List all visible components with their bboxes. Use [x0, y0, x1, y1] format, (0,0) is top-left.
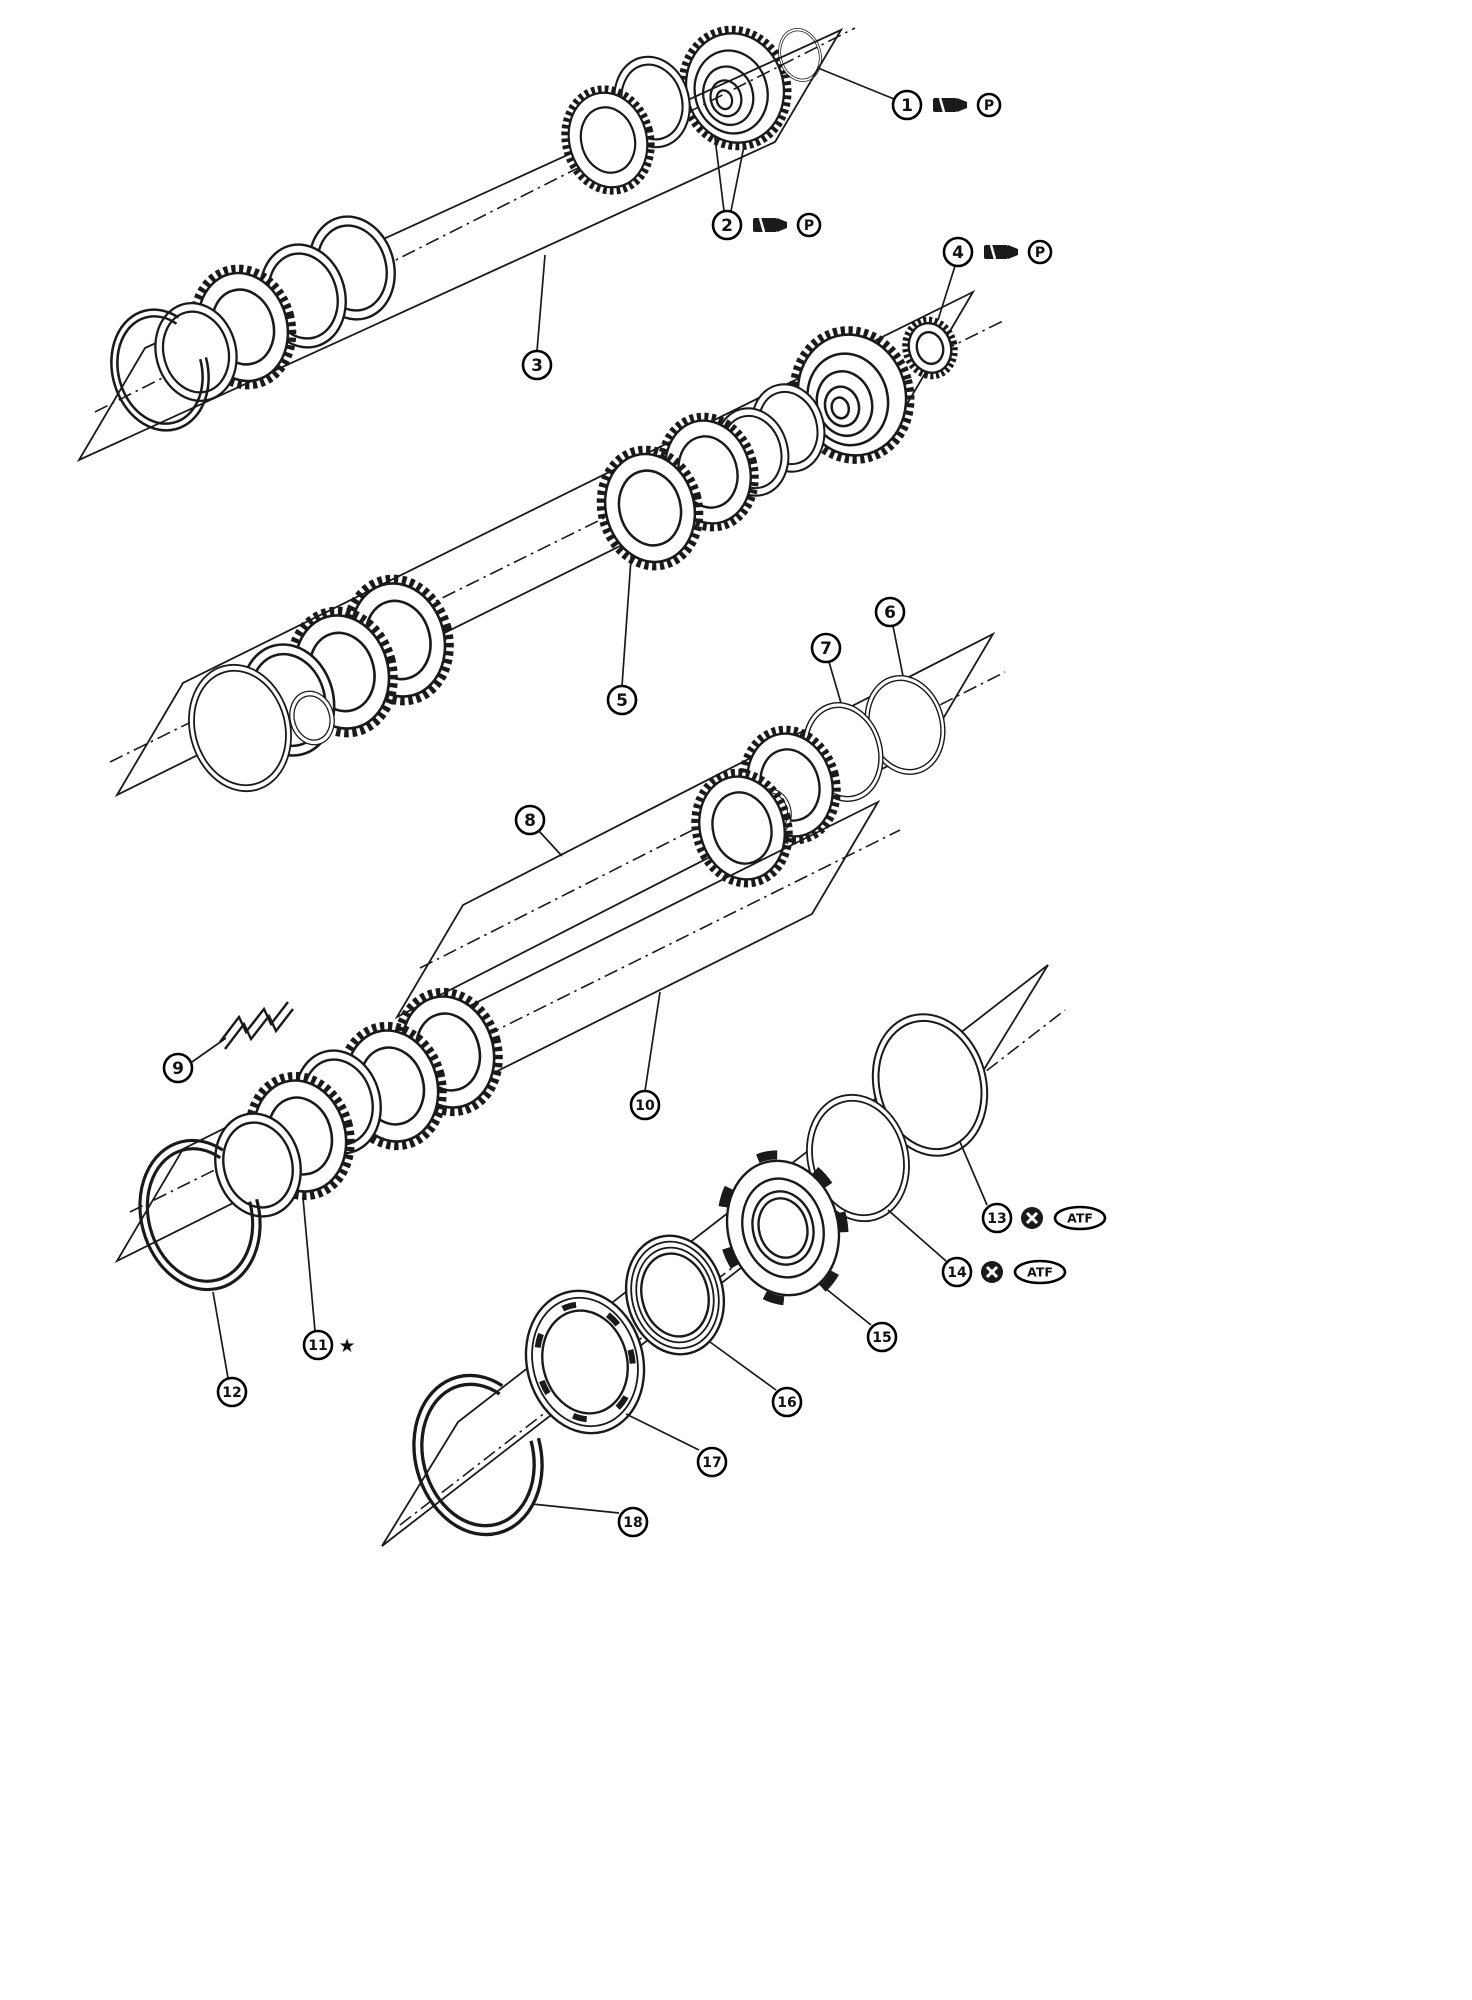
leader-line-12	[212, 1291, 229, 1379]
callout-number: 3	[531, 356, 543, 376]
leader-line-17	[625, 1413, 700, 1451]
replace-icon	[1021, 1207, 1043, 1229]
leader-line-16	[709, 1341, 777, 1391]
callout-circle	[606, 684, 638, 716]
callout-circle	[216, 1376, 248, 1408]
callout-circle	[302, 1329, 334, 1361]
callout-circle	[521, 349, 553, 381]
callout-number: 12	[222, 1385, 241, 1401]
leader-line-5	[621, 544, 633, 687]
callout-number: 6	[884, 603, 896, 623]
svg-text:ATF: ATF	[1067, 1211, 1093, 1226]
grease-icon	[984, 244, 1018, 260]
callout-number: 18	[623, 1515, 642, 1531]
grease-icon	[753, 217, 787, 233]
callout-number: 7	[820, 639, 832, 659]
group-box	[394, 631, 996, 1020]
svg-text:P: P	[804, 218, 814, 234]
leader-line-7	[828, 661, 842, 704]
callout-6: 6	[874, 596, 906, 628]
p-symbol: P	[796, 212, 822, 238]
leader-line-15	[819, 1283, 872, 1326]
top-drum-assembly	[669, 18, 895, 212]
slotted-retaining-plate	[524, 1289, 646, 1435]
callout-circle	[617, 1506, 649, 1538]
leader-line-18	[531, 1503, 620, 1514]
callout-circle	[874, 596, 906, 628]
piston-seal-group	[381, 964, 1066, 1551]
callout-4: 4 P	[942, 236, 1053, 268]
wave-spring	[219, 1001, 294, 1050]
clutch-pack-group-3	[76, 27, 856, 463]
seal-ring-set	[624, 1234, 726, 1356]
leader-line-11	[302, 1197, 316, 1332]
callout-circle	[771, 1386, 803, 1418]
leader-line-8	[537, 829, 563, 857]
p-symbol: P	[1027, 239, 1053, 265]
callout-number: 11	[308, 1338, 327, 1354]
callout-circle	[514, 804, 546, 836]
callout-2: 2 P	[711, 209, 822, 241]
grease-icon	[933, 97, 967, 113]
callout-circle	[981, 1202, 1013, 1234]
callout-1: 1 P	[891, 89, 1002, 121]
callout-3: 3	[521, 349, 553, 381]
callout-number: 14	[947, 1265, 967, 1281]
callout-14: 14 ATF	[941, 1256, 1067, 1288]
leader-line-13	[959, 1141, 988, 1206]
callout-18: 18	[617, 1506, 649, 1538]
atf-symbol: ATF	[1013, 1259, 1067, 1285]
leader-line-10	[644, 991, 661, 1092]
callout-number: 9	[172, 1059, 184, 1079]
callout-16: 16	[771, 1386, 803, 1418]
callout-9: 9	[162, 1052, 194, 1084]
svg-text:P: P	[984, 98, 994, 114]
callout-number: 17	[702, 1455, 721, 1471]
svg-text:ATF: ATF	[1027, 1265, 1053, 1280]
callout-number: 16	[777, 1395, 796, 1411]
callout-13: 13 ATF	[981, 1202, 1107, 1234]
atf-symbol: ATF	[1053, 1205, 1107, 1231]
callout-number: 5	[616, 691, 628, 711]
callout-number: 4	[952, 243, 964, 263]
callout-15: 15	[866, 1321, 898, 1353]
callout-10: 10	[629, 1089, 661, 1121]
replace-icon	[981, 1261, 1003, 1283]
leader-line-3	[536, 254, 546, 352]
p-symbol: P	[976, 92, 1002, 118]
callout-circle	[866, 1321, 898, 1353]
leader-line-6	[892, 625, 904, 677]
callout-12: 12	[216, 1376, 248, 1408]
leader-line-4	[937, 265, 956, 321]
callout-circle	[891, 89, 923, 121]
callout-circle	[696, 1446, 728, 1478]
leader-line-14	[887, 1209, 947, 1262]
callout-circle	[942, 236, 974, 268]
callout-circle	[711, 209, 743, 241]
callout-number: 13	[987, 1211, 1006, 1227]
callout-number: 15	[872, 1330, 891, 1346]
callout-number: 2	[721, 216, 733, 236]
callout-circle	[941, 1256, 973, 1288]
leader-line-1	[817, 67, 895, 100]
callout-circle	[810, 632, 842, 664]
callout-8: 8	[514, 804, 546, 836]
callout-circle	[629, 1089, 661, 1121]
star-mark: ★	[338, 1335, 355, 1357]
clutch-pack-group-10	[114, 799, 901, 1379]
callout-17: 17	[696, 1446, 728, 1478]
callout-number: 10	[635, 1098, 655, 1114]
clutch-pack-group-5	[109, 265, 1006, 804]
callout-number: 8	[524, 811, 536, 831]
callout-5: 5	[606, 684, 638, 716]
callout-7: 7	[810, 632, 842, 664]
callout-11: 11 ★	[302, 1329, 356, 1361]
callout-number: 1	[901, 96, 913, 116]
clutch-pack-group-8	[394, 625, 1006, 1020]
callout-circle	[162, 1052, 194, 1084]
svg-text:P: P	[1035, 245, 1045, 261]
